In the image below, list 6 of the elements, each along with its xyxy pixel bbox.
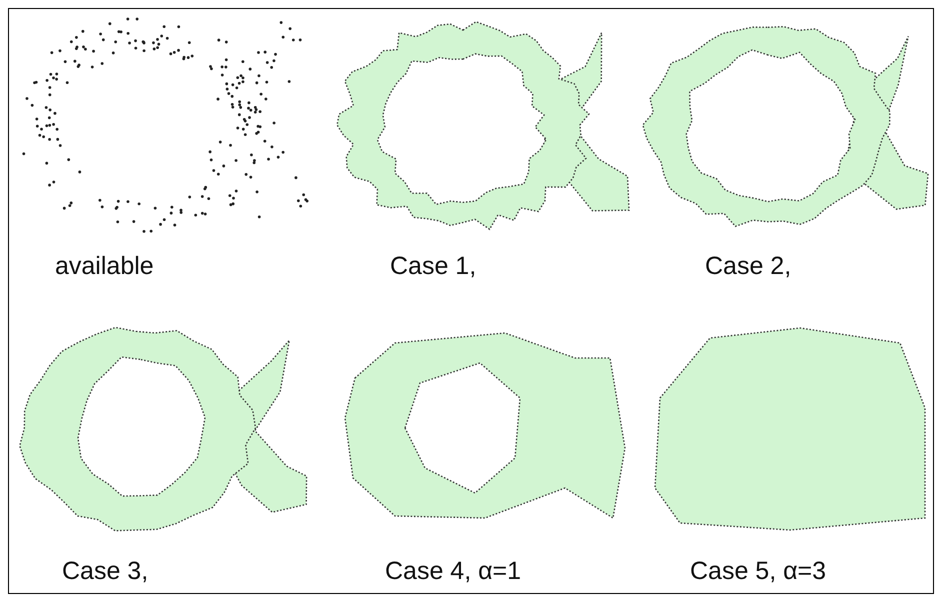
panel-caption: Case 3, <box>62 557 148 586</box>
panel-caption: Case 4, α=1 <box>385 557 522 586</box>
panel-caption: Case 1, <box>390 252 476 281</box>
panel-caption: Case 2, <box>705 252 792 281</box>
panel-caption: Case 5, α=3 <box>690 557 826 586</box>
panel-caption: available <box>55 252 154 281</box>
